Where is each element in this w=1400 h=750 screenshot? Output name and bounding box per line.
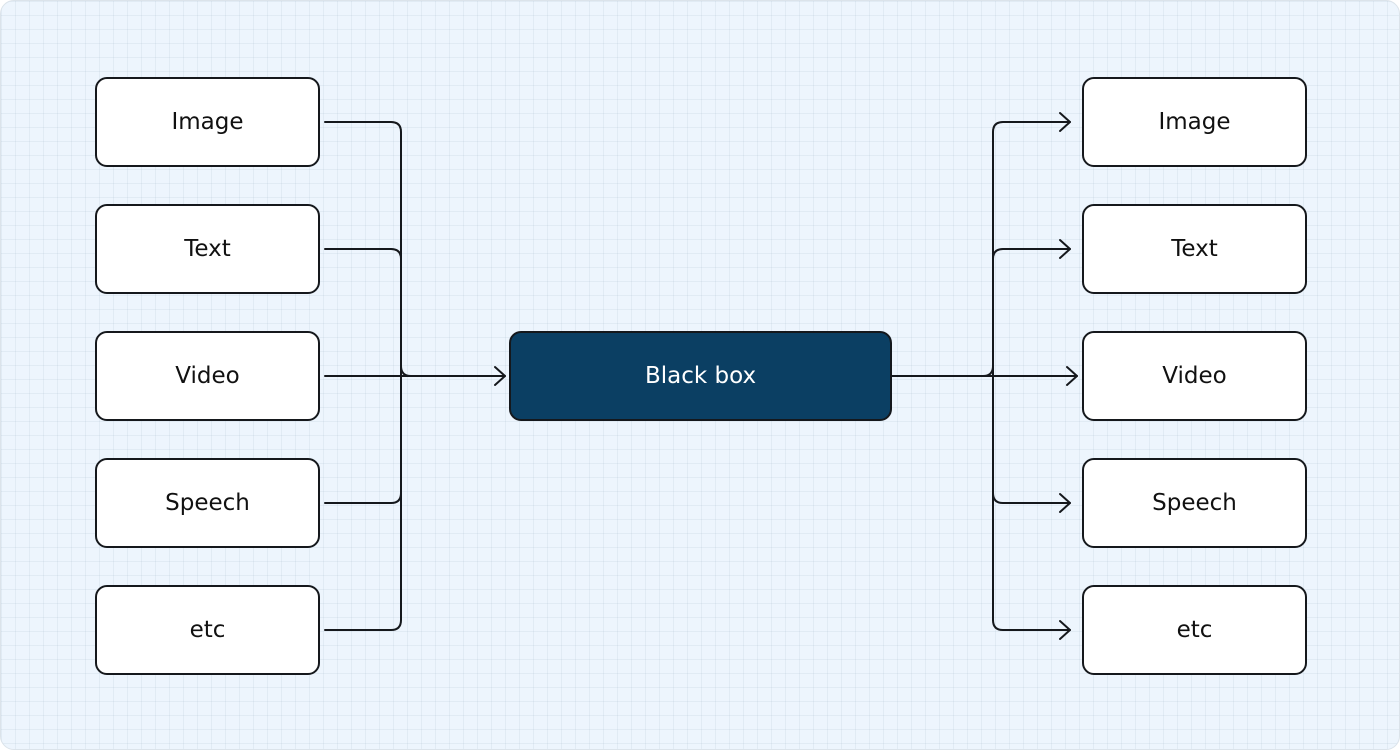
- output-node-speech: Speech: [1082, 458, 1307, 548]
- arrowhead-output-image: [1059, 112, 1071, 132]
- input-node-etc: etc: [95, 585, 320, 675]
- output-node-etc: etc: [1082, 585, 1307, 675]
- arrowhead-output-etc: [1059, 620, 1071, 640]
- output-node-video: Video: [1082, 331, 1307, 421]
- input-node-speech: Speech: [95, 458, 320, 548]
- arrowhead-to-black-box: [494, 366, 506, 386]
- connector-input-image: [324, 121, 402, 377]
- trunk-curve-left: [400, 365, 412, 377]
- output-node-image: Image: [1082, 77, 1307, 167]
- connector-input-etc: [324, 375, 402, 631]
- input-node-image: Image: [95, 77, 320, 167]
- connector-output-etc: [992, 619, 1071, 631]
- connector-input-speech: [324, 492, 402, 504]
- arrowhead-output-video: [1066, 366, 1078, 386]
- trunk-curve-right: [982, 365, 994, 377]
- arrowhead-output-speech: [1059, 493, 1071, 513]
- connector-output-text: [992, 248, 1071, 260]
- output-node-text: Text: [1082, 204, 1307, 294]
- arrowhead-output-text: [1059, 239, 1071, 259]
- input-node-text: Text: [95, 204, 320, 294]
- connector-input-text: [324, 248, 402, 260]
- black-box-node: Black box: [509, 331, 892, 421]
- connector-output-image: [992, 121, 1071, 133]
- input-node-video: Video: [95, 331, 320, 421]
- connector-output-speech: [992, 492, 1071, 504]
